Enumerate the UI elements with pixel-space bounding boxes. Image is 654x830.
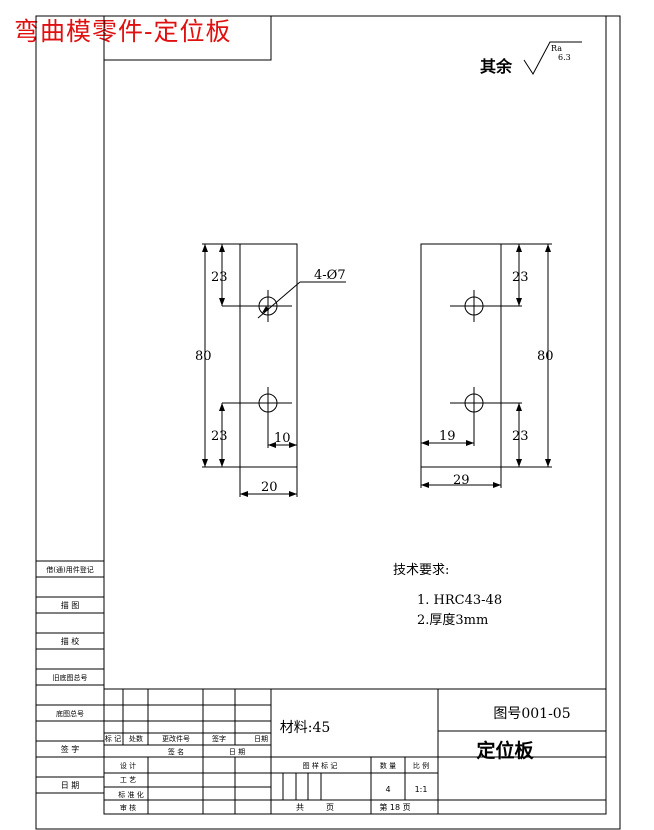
- inner-frame: [103, 15, 607, 815]
- right-plate-outline: [420, 243, 502, 468]
- left-dim-hole-offset: 10: [274, 431, 291, 446]
- rev-header: 标 记: [105, 734, 121, 743]
- left-strip: [36, 560, 104, 794]
- page-unit: 页: [326, 803, 334, 812]
- role-label: 工 艺: [120, 776, 136, 784]
- left-dim-total: 80: [195, 349, 212, 364]
- drawing-number: 图号001-05: [493, 706, 570, 722]
- rev-header: 签字: [212, 734, 226, 743]
- left-plate-outline: [239, 243, 298, 468]
- roughness-prefix: 其余: [480, 57, 513, 76]
- role-label: 审 核: [120, 803, 136, 812]
- stage-header: 图 样 标 记: [303, 761, 338, 770]
- technical-requirements: 技术要求: 1. HRC43-48 2.厚度3mm: [393, 563, 502, 628]
- left-dim-width: 20: [261, 480, 278, 495]
- strip-label: 描 校: [61, 636, 80, 646]
- title-box-top: [103, 15, 272, 61]
- left-dim-bottom: 23: [211, 429, 228, 444]
- right-dim-bottom: 23: [512, 429, 529, 444]
- sheet-label: 第 18 页: [379, 802, 410, 812]
- right-dim-width: 29: [453, 473, 470, 488]
- part-name: 定位板: [476, 739, 534, 762]
- total-label: 共: [296, 803, 304, 812]
- qty-header: 数 量: [380, 761, 396, 770]
- right-dim-total: 80: [537, 349, 554, 364]
- left-dim-labels: 23 80 23 10 20 4-Ø7: [195, 268, 346, 495]
- sign-header: 日 期: [229, 748, 245, 756]
- role-label: 标 准 化: [118, 790, 143, 799]
- material: 材料:45: [280, 720, 331, 736]
- strip-label: 旧底图总号: [53, 673, 88, 682]
- requirement-item: 1. HRC43-48: [417, 593, 502, 608]
- title-block-text: 图号001-05 定位板 材料:45 标 记 处数 更改件号 签字 日期 签 名…: [105, 706, 571, 812]
- left-hole-note: 4-Ø7: [314, 268, 346, 283]
- roughness-value: 6.3: [558, 53, 571, 62]
- left-strip-labels: 借(通)用件登记 描 图 描 校 旧底图总号 底图总号 签 字 日 期: [46, 565, 93, 790]
- role-label: 设 计: [120, 761, 136, 770]
- right-dim-labels: 23 80 23 19 29: [439, 270, 554, 488]
- strip-label: 底图总号: [56, 709, 84, 718]
- scale-value: 1:1: [415, 785, 428, 794]
- roughness-symbol: Ra: [551, 44, 562, 53]
- strip-label: 日 期: [61, 781, 80, 790]
- right-arrows: [421, 244, 551, 488]
- right-view: [420, 243, 552, 488]
- right-dim-top: 23: [512, 270, 529, 285]
- strip-label: 签 字: [61, 744, 80, 754]
- requirement-item: 2.厚度3mm: [417, 612, 488, 628]
- left-arrows: [202, 244, 297, 497]
- strip-label: 借(通)用件登记: [46, 565, 93, 574]
- scale-header: 比 例: [413, 761, 429, 770]
- right-dim-hole-offset: 19: [439, 429, 456, 444]
- qty-value: 4: [385, 785, 390, 794]
- left-view: [202, 243, 346, 497]
- rev-header: 更改件号: [162, 734, 190, 743]
- strip-label: 描 图: [61, 600, 80, 610]
- requirements-heading: 技术要求:: [393, 563, 449, 578]
- page-title: 弯曲模零件-定位板: [14, 17, 232, 46]
- title-block-grid: [104, 688, 606, 814]
- left-dim-top: 23: [211, 270, 228, 285]
- sign-header: 签 名: [168, 747, 184, 756]
- rev-header: 处数: [129, 734, 143, 743]
- roughness-mark: 其余 Ra 6.3: [480, 41, 582, 76]
- rev-header: 日期: [254, 735, 268, 743]
